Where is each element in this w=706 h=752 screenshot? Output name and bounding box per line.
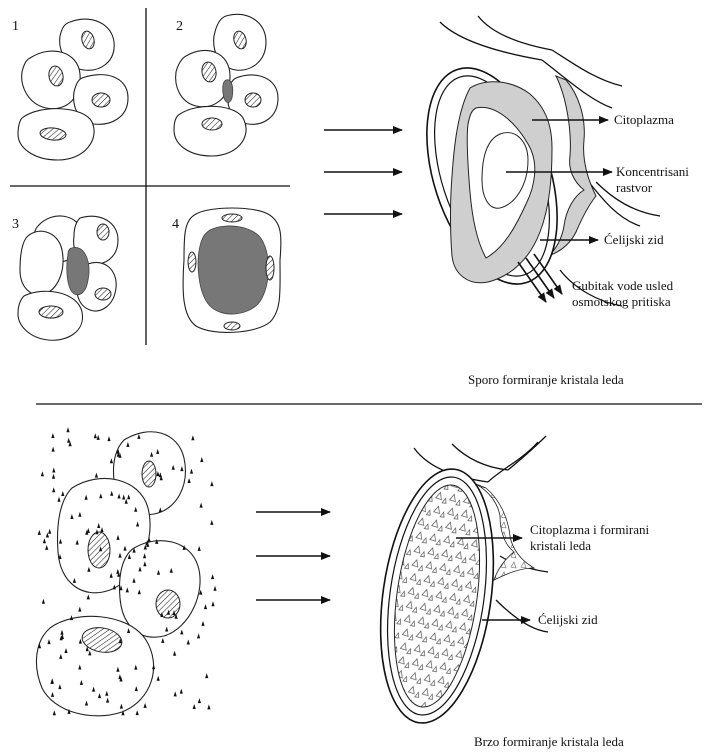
- ice-spike: [180, 689, 183, 694]
- panel-2-cells: [174, 14, 278, 156]
- ice-spike: [51, 433, 54, 438]
- ice-spike: [198, 698, 201, 703]
- ice-spike: [213, 586, 216, 591]
- ice-spike: [110, 458, 113, 463]
- ice-spike: [66, 427, 69, 432]
- fast-frozen-cell: [366, 436, 548, 730]
- ice-spike: [78, 607, 81, 612]
- ice-spike: [52, 474, 55, 479]
- ice-spike: [173, 651, 176, 656]
- ice-spike: [180, 629, 183, 634]
- ice-spike: [200, 457, 203, 462]
- ice-spike: [174, 691, 177, 696]
- ice-spike: [190, 469, 193, 474]
- label-cytoplasm: Citoplazma: [614, 112, 674, 127]
- label-cell-wall-bottom: Ćelijski zid: [538, 612, 598, 627]
- ice-spike: [201, 621, 204, 626]
- ice-spike: [57, 497, 60, 502]
- ice-spike: [87, 594, 90, 599]
- ice-spike: [38, 530, 41, 535]
- ice-spike: [52, 487, 55, 492]
- caption-slow: Sporo formiranje kristala leda: [468, 372, 624, 387]
- ice-spike: [210, 481, 213, 486]
- ice-spike: [211, 574, 214, 579]
- panel-number-4: 4: [172, 217, 179, 232]
- ice-spike: [188, 478, 191, 483]
- ice-spike: [97, 435, 100, 440]
- label-concentrated-2: rastvor: [616, 180, 653, 195]
- ice-spike: [207, 704, 210, 709]
- ice-spike: [67, 438, 70, 443]
- ice-spike: [43, 538, 46, 543]
- label-cell-wall-top: Ćelijski zid: [604, 232, 664, 247]
- ice-spike: [41, 471, 44, 476]
- panel-number-1: 1: [12, 19, 19, 34]
- slow-frozen-cell: [402, 16, 660, 306]
- label-concentrated-1: Koncentrisani: [616, 164, 689, 179]
- ice-spike: [94, 433, 97, 438]
- panel-number-3: 3: [12, 217, 19, 232]
- ice-spike: [45, 545, 48, 550]
- ice-spike: [107, 436, 110, 441]
- ice-spike: [211, 601, 214, 606]
- label-water-loss-2: osmotskog pritiska: [572, 294, 671, 309]
- ice-spike: [193, 704, 196, 709]
- ice-spike: [53, 710, 56, 715]
- ice-spike: [52, 447, 55, 452]
- panel-3-cells: [18, 216, 118, 340]
- label-water-loss-1: Gubitak vode usled: [572, 278, 674, 293]
- label-cytoplasm-ice-1: Citoplazma i formirani: [530, 522, 650, 537]
- ice-spike: [144, 703, 147, 708]
- ice-spike: [157, 676, 160, 681]
- ice-spike: [48, 529, 51, 534]
- label-cytoplasm-ice-2: kristali leda: [530, 538, 591, 553]
- ice-spike: [161, 638, 164, 643]
- panel-4-cells: [183, 208, 281, 332]
- ice-spike: [52, 468, 55, 473]
- ice-spike: [197, 633, 200, 638]
- ice-spike: [136, 710, 139, 715]
- ice-spike: [187, 640, 190, 645]
- ice-spike: [205, 673, 208, 678]
- ice-spike: [95, 473, 98, 478]
- ice-spike: [42, 599, 45, 604]
- ice-spike: [198, 546, 201, 551]
- panel-1-cells: [18, 19, 128, 160]
- ice-spike: [61, 491, 64, 496]
- ice-spike: [204, 604, 207, 609]
- ice-spike: [200, 503, 203, 508]
- caption-fast: Brzo formiranje kristala leda: [474, 734, 624, 749]
- ice-spike: [70, 615, 73, 620]
- ice-spike: [210, 520, 213, 525]
- panel-number-2: 2: [176, 19, 183, 34]
- ice-spike: [191, 435, 194, 440]
